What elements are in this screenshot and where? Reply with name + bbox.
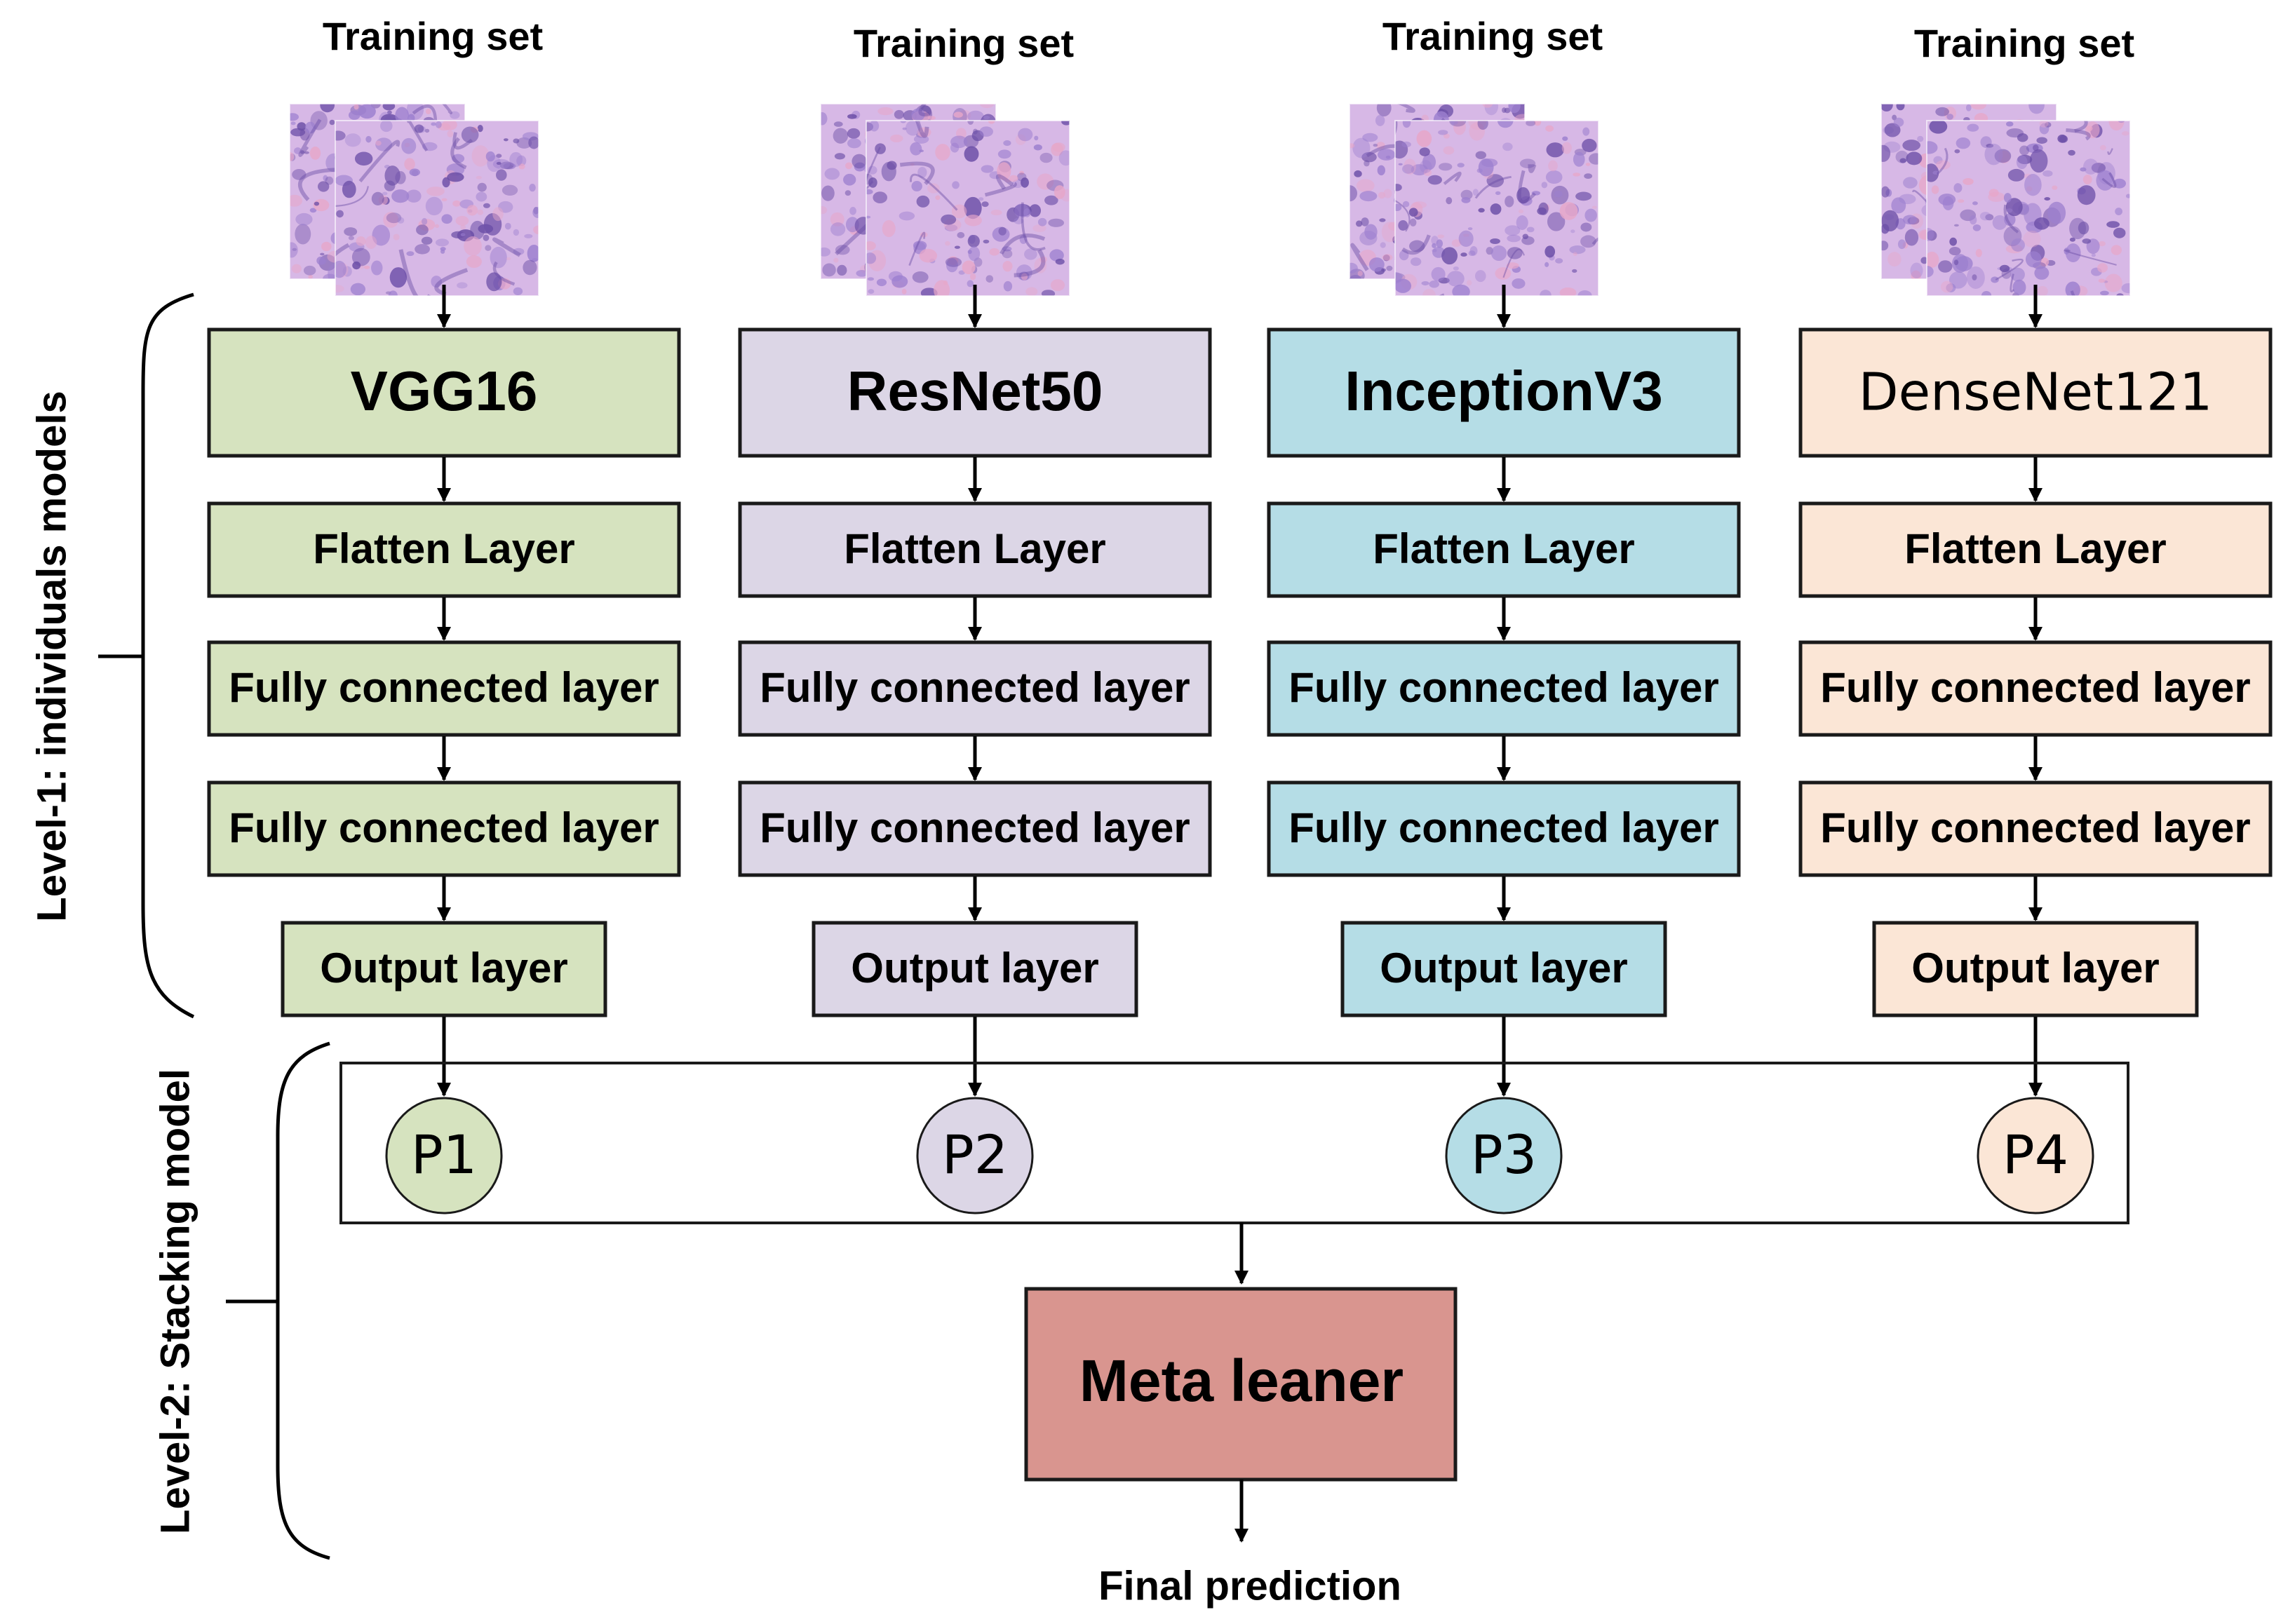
prediction-label: P3 (1471, 1123, 1537, 1186)
output-layer-box (281, 921, 607, 1017)
level1-label: Level-1: individuals models (29, 391, 74, 921)
model-box (738, 327, 1212, 458)
flatten-layer-label: Flatten Layer (844, 525, 1105, 572)
fully-connected-layer-box (1798, 640, 2273, 737)
model-name: DenseNet121 (1859, 363, 2213, 423)
final-prediction-label: Final prediction (1098, 1563, 1401, 1609)
fully-connected-layer-label: Fully connected layer (229, 664, 659, 711)
output-layer-box (812, 921, 1138, 1017)
output-layer-label: Output layer (1911, 945, 2159, 992)
flatten-layer-box (738, 501, 1212, 598)
fully-connected-layer-box (1798, 780, 2273, 877)
training-set-label: Training set (854, 21, 1074, 65)
training-image-front-2 (866, 120, 1070, 297)
flatten-layer-box (207, 501, 681, 598)
level2-brace (276, 1041, 330, 1560)
model-box (207, 327, 681, 458)
training-image-front-1 (335, 120, 539, 297)
prediction-label: P1 (411, 1123, 477, 1186)
model-box (1267, 327, 1741, 458)
prediction-label: P4 (2003, 1123, 2068, 1186)
fully-connected-layer-label: Fully connected layer (1820, 664, 2251, 711)
training-image-front-3 (1394, 120, 1599, 297)
level2-label: Level-2: Stacking model (152, 1069, 198, 1534)
prediction-circle (916, 1097, 1034, 1214)
fully-connected-layer-label: Fully connected layer (229, 804, 659, 851)
output-layer-label: Output layer (851, 945, 1098, 992)
prediction-label: P2 (942, 1123, 1008, 1186)
flatten-layer-label: Flatten Layer (1373, 525, 1634, 572)
meta-learner-label: Meta leaner (1079, 1348, 1404, 1414)
training-set-label: Training set (1382, 14, 1603, 58)
fully-connected-layer-box (207, 780, 681, 877)
level1-brace (141, 292, 195, 1019)
flatten-layer-box (1798, 501, 2273, 598)
training-image-front-4 (1926, 120, 2131, 297)
model-box (1798, 327, 2273, 458)
fully-connected-layer-box (738, 780, 1212, 877)
prediction-circle (385, 1097, 503, 1214)
fully-connected-layer-box (1267, 640, 1741, 737)
meta-learner-box (1024, 1287, 1458, 1482)
flatten-layer-label: Flatten Layer (1904, 525, 2166, 572)
output-layer-box (1872, 921, 2199, 1017)
fully-connected-layer-box (738, 640, 1212, 737)
training-set-label: Training set (1914, 21, 2134, 65)
prediction-circle (1977, 1097, 2094, 1214)
model-name: InceptionV3 (1345, 360, 1662, 422)
fully-connected-layer-box (207, 640, 681, 737)
flatten-layer-box (1267, 501, 1741, 598)
fully-connected-layer-label: Fully connected layer (760, 804, 1190, 851)
fully-connected-layer-label: Fully connected layer (1288, 664, 1719, 711)
fully-connected-layer-box (1267, 780, 1741, 877)
fully-connected-layer-label: Fully connected layer (1820, 804, 2251, 851)
training-set-label: Training set (323, 14, 543, 58)
fully-connected-layer-label: Fully connected layer (760, 664, 1190, 711)
output-layer-box (1340, 921, 1667, 1017)
flatten-layer-label: Flatten Layer (313, 525, 574, 572)
model-name: ResNet50 (847, 360, 1103, 422)
predictions-container (339, 1062, 2129, 1224)
output-layer-label: Output layer (320, 945, 567, 992)
output-layer-label: Output layer (1380, 945, 1627, 992)
prediction-circle (1445, 1097, 1563, 1214)
model-name: VGG16 (351, 360, 538, 422)
fully-connected-layer-label: Fully connected layer (1288, 804, 1719, 851)
